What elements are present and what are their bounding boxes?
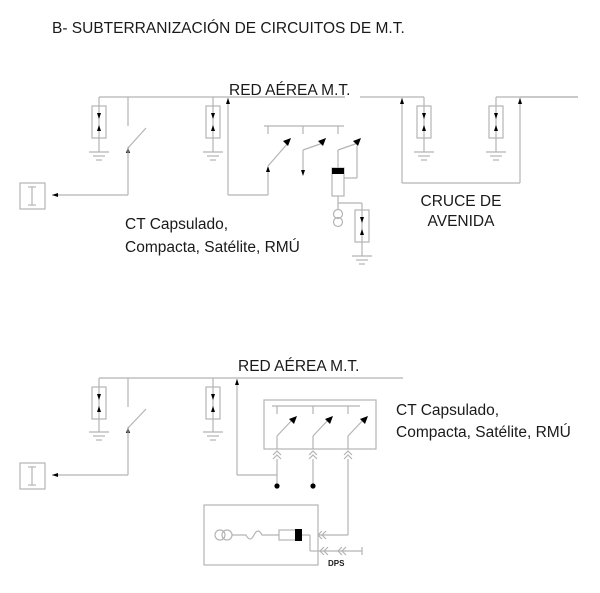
ground-icon <box>202 151 224 161</box>
dps-connector-icon <box>318 546 363 556</box>
crossing-label-line1: CRUCE DE <box>421 193 502 210</box>
top-network-label: RED AÉREA M.T. <box>229 82 350 99</box>
plug-connector-icon <box>272 450 282 460</box>
ground-icon <box>88 431 110 441</box>
switch-icon <box>283 138 291 146</box>
top-ct-label-line2: Compacta, Satélite, RMÚ <box>125 239 300 256</box>
diagram-title: B- SUBTERRANIZACIÓN DE CIRCUITOS DE M.T. <box>52 20 405 37</box>
switch-icon <box>360 416 368 424</box>
surge-arrester-icon <box>354 209 370 243</box>
surge-arrester-icon <box>91 105 107 139</box>
surge-arrester-icon <box>416 105 432 139</box>
switch-icon <box>289 416 297 424</box>
top-diagram: RED AÉREA M.T. <box>19 82 578 265</box>
terminal-dot <box>310 483 316 489</box>
transformer-icon <box>214 529 233 541</box>
surge-arrester-icon <box>205 105 221 139</box>
ground-icon <box>88 151 110 161</box>
bottom-diagram: RED AÉREA M.T. <box>19 358 571 568</box>
plug-connector-icon <box>343 450 353 460</box>
bottom-ct-label-line2: Compacta, Satélite, RMÚ <box>396 424 571 441</box>
bottom-ct-label-line1: CT Capsulado, <box>396 402 499 419</box>
ground-icon <box>413 151 435 161</box>
ground-icon <box>485 151 507 161</box>
top-ct-label-line1: CT Capsulado, <box>125 216 228 233</box>
terminal-dot <box>274 483 280 489</box>
cable-terminal-icon <box>19 462 46 490</box>
fuse-link-icon <box>232 530 279 540</box>
fuse-icon <box>278 529 302 541</box>
switch-icon <box>318 138 326 146</box>
cutout-switch-icon <box>127 127 147 149</box>
switch-icon <box>353 138 361 146</box>
surge-arrester-icon <box>488 105 504 139</box>
transformer-icon <box>332 208 344 228</box>
dps-label: DPS <box>328 559 345 568</box>
surge-arrester-icon <box>91 386 107 420</box>
plug-connector-icon <box>308 450 318 460</box>
surge-arrester-icon <box>205 386 221 420</box>
crossing-label-line2: AVENIDA <box>428 213 496 230</box>
fuse-icon <box>331 167 345 197</box>
cutout-switch-icon <box>127 408 147 429</box>
bottom-network-label: RED AÉREA M.T. <box>238 358 359 375</box>
ct-enclosure <box>263 399 377 450</box>
cable-terminal-icon <box>19 182 46 210</box>
ground-icon <box>351 255 373 265</box>
ground-icon <box>202 431 224 441</box>
switch-icon <box>325 416 333 424</box>
